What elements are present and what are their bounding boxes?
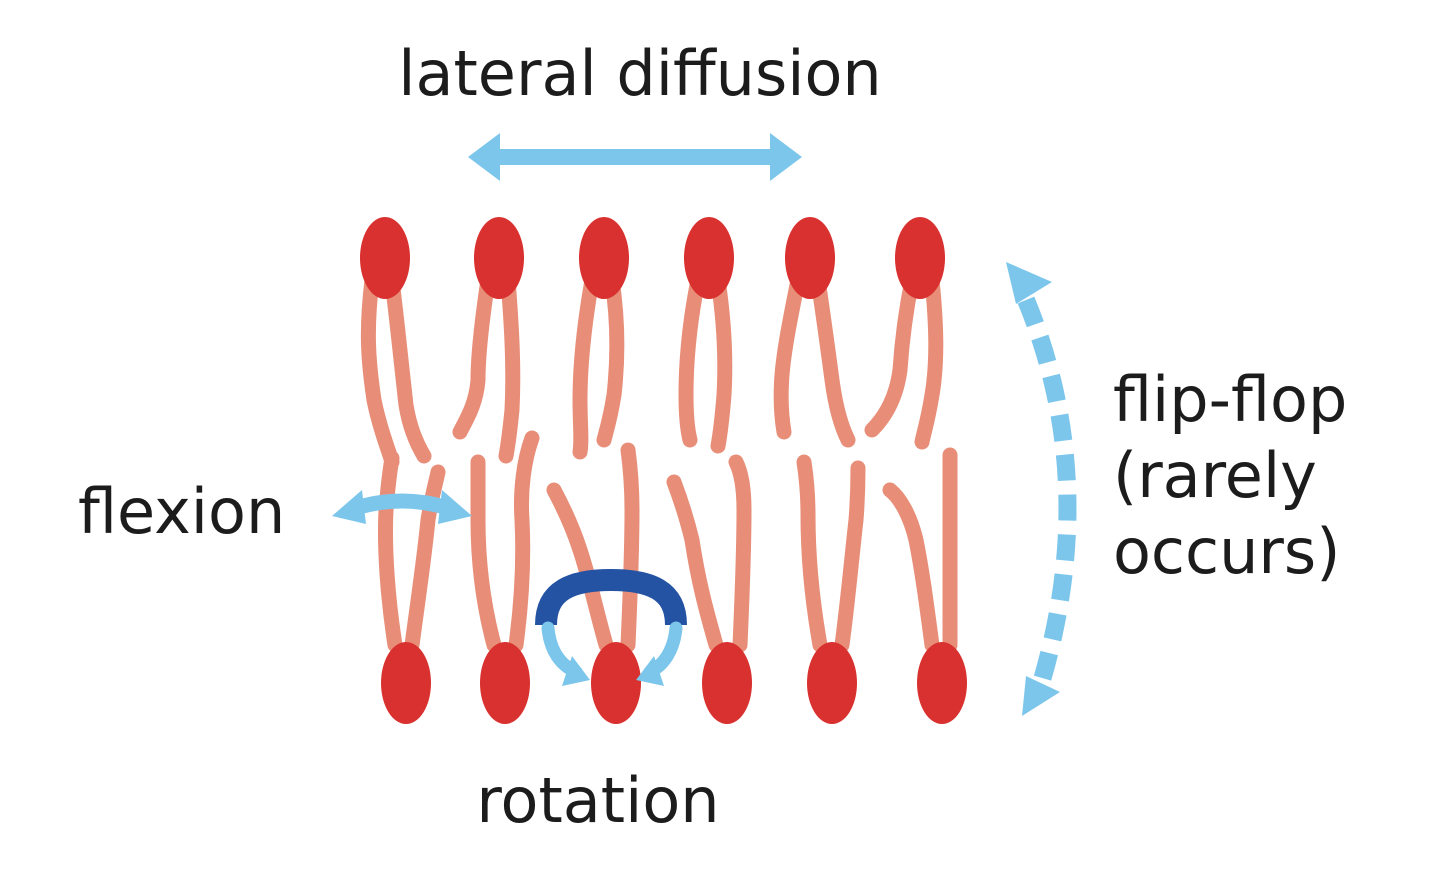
bottom-leaflet-tails — [377, 430, 958, 653]
top-leaflet-heads — [360, 217, 945, 299]
flipflop-label-line1: flip-flop — [1113, 363, 1347, 436]
rotation-label: rotation — [476, 764, 719, 837]
rotation-arrow — [535, 568, 687, 686]
top-leaflet-tails — [360, 272, 944, 470]
lateral-diffusion-arrow — [468, 133, 802, 181]
lateral-diffusion-label: lateral diffusion — [398, 37, 881, 110]
flexion-arrow — [332, 490, 472, 524]
flipflop-label-line3: occurs) — [1113, 515, 1340, 588]
flip-flop-arrow — [1006, 262, 1077, 716]
flipflop-label-line2: (rarely — [1113, 439, 1317, 512]
bottom-leaflet-heads — [381, 642, 967, 724]
flexion-label: flexion — [78, 475, 285, 548]
